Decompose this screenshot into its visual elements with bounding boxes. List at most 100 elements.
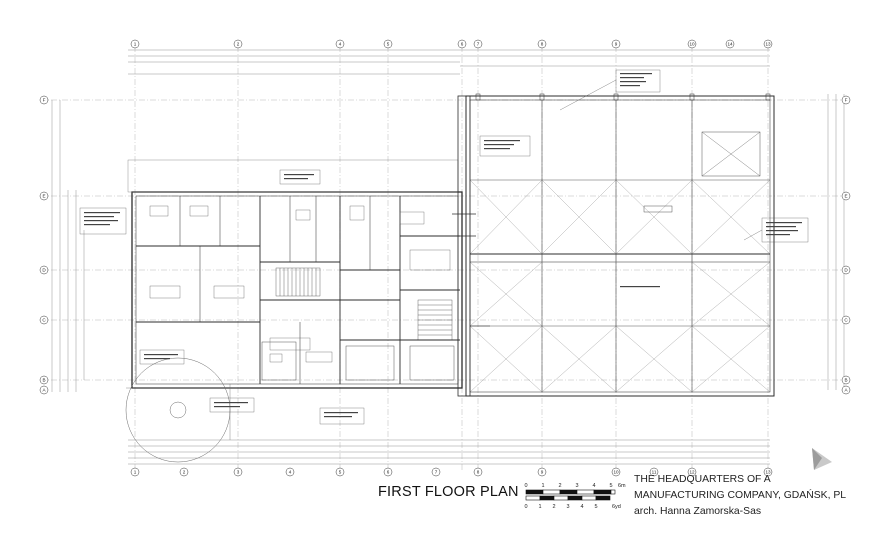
svg-text:4: 4 [289, 470, 292, 475]
scale-metric-tick: 0 [524, 483, 527, 489]
grid-lines [40, 46, 850, 470]
scale-imperial-tick: 5 [594, 504, 597, 510]
grid-bubble-top-13: 13 [763, 39, 773, 49]
grid-bubble-right-E: E [841, 191, 851, 201]
grid-bubble-top-6: 6 [457, 39, 467, 49]
plan-title: FIRST FLOOR PLAN [378, 484, 519, 500]
grid-bubble-bottom-12: 12 [687, 467, 697, 477]
grid-bubble-right-B: B [841, 375, 851, 385]
project-line-1: THE HEADQUARTERS OF A [634, 474, 771, 485]
left-grid-bubbles: F E D C BA [39, 95, 49, 395]
grid-bubble-top-10: 10 [687, 39, 697, 49]
grid-bubble-top-4: 4 [335, 39, 345, 49]
office-wing [127, 159, 463, 389]
svg-text:14: 14 [727, 42, 733, 47]
stair-flight [275, 267, 321, 297]
svg-text:10: 10 [689, 42, 695, 47]
svg-text:A: A [844, 388, 848, 393]
grid-bubble-left-F: F [39, 95, 49, 105]
annotation-leaders [79, 69, 809, 425]
svg-text:E: E [42, 194, 45, 199]
svg-text:10: 10 [613, 470, 619, 475]
grid-bubble-left-E: E [39, 191, 49, 201]
svg-text:6: 6 [387, 470, 390, 475]
architect-credit: arch. Hanna Zamorska-Sas [634, 506, 762, 517]
svg-text:9: 9 [615, 42, 618, 47]
svg-text:B: B [844, 378, 847, 383]
svg-text:F: F [43, 98, 46, 103]
grid-bubble-top-8: 8 [537, 39, 547, 49]
svg-text:E: E [844, 194, 847, 199]
grid-bubble-bottom-6: 6 [383, 467, 393, 477]
grid-bubble-left-C: C [39, 315, 49, 325]
scale-imperial-tick: 0 [524, 504, 527, 510]
scale-imperial-tick: 4 [580, 504, 583, 510]
svg-text:6: 6 [461, 42, 464, 47]
svg-text:7: 7 [477, 42, 480, 47]
grid-bubble-top-14: 14 [725, 39, 735, 49]
right-grid-bubbles: F E D C BA [841, 95, 851, 395]
svg-text:A: A [42, 388, 46, 393]
scale-metric-tick: 4 [592, 483, 595, 489]
bottom-dimension-lines [128, 439, 770, 465]
svg-text:2: 2 [237, 42, 240, 47]
grid-bubble-bottom-10: 10 [611, 467, 621, 477]
svg-text:5: 5 [339, 470, 342, 475]
project-info: THE HEADQUARTERS OF A MANUFACTURING COMP… [634, 472, 846, 520]
svg-text:D: D [42, 268, 46, 273]
svg-text:7: 7 [435, 470, 438, 475]
grid-bubble-bottom-3: 3 [233, 467, 243, 477]
grid-bubble-left-A: A [39, 385, 49, 395]
top-dimension-lines [128, 49, 770, 75]
svg-text:13: 13 [765, 470, 771, 475]
scale-metric-tick: 1 [541, 483, 544, 489]
left-dimension-lines [51, 100, 85, 392]
grid-bubble-bottom-8: 8 [473, 467, 483, 477]
svg-text:C: C [42, 318, 46, 323]
grid-bubble-bottom-2: 2 [179, 467, 189, 477]
scale-imperial-tick: 2 [552, 504, 555, 510]
grid-bubble-bottom-13: 13 [763, 467, 773, 477]
svg-text:C: C [844, 318, 848, 323]
svg-text:8: 8 [541, 42, 544, 47]
svg-text:11: 11 [652, 470, 657, 475]
svg-text:D: D [844, 268, 848, 273]
grid-bubble-right-F: F [841, 95, 851, 105]
roof-bracing [469, 179, 771, 393]
grid-bubble-right-D: D [841, 265, 851, 275]
top-grid-bubbles: 1 2 4 5 6 7 8 9 10 14 13 [130, 39, 773, 49]
svg-text:2: 2 [183, 470, 186, 475]
grid-bubble-top-5: 5 [383, 39, 393, 49]
studio-logo-icon [812, 448, 832, 470]
right-dimension-lines [827, 94, 845, 390]
grid-bubble-top-7: 7 [473, 39, 483, 49]
scale-imperial-unit: 6yd [612, 504, 621, 510]
svg-text:8: 8 [477, 470, 480, 475]
scale-metric-tick: 3 [575, 483, 578, 489]
stair-flight-2 [417, 299, 453, 341]
connector-corridor [452, 95, 490, 397]
svg-text:3: 3 [237, 470, 240, 475]
grid-bubble-top-1: 1 [130, 39, 140, 49]
production-hall [465, 93, 775, 397]
svg-text:F: F [845, 98, 848, 103]
grid-bubble-top-9: 9 [611, 39, 621, 49]
svg-text:4: 4 [339, 42, 342, 47]
svg-text:9: 9 [541, 470, 544, 475]
grid-bubble-right-A: A [841, 385, 851, 395]
grid-bubble-bottom-11: 11 [649, 467, 659, 477]
grid-bubble-left-D: D [39, 265, 49, 275]
svg-text:1: 1 [134, 470, 137, 475]
svg-text:1: 1 [134, 42, 137, 47]
grid-bubble-left-B: B [39, 375, 49, 385]
scale-metric-unit: 6m [618, 483, 626, 489]
grid-bubble-bottom-5: 5 [335, 467, 345, 477]
svg-text:12: 12 [689, 470, 695, 475]
grid-bubble-bottom-4: 4 [285, 467, 295, 477]
terrace-area [125, 357, 240, 463]
project-line-2: MANUFACTURING COMPANY, GDAŃSK, PL [634, 490, 847, 501]
grid-bubble-bottom-1: 1 [130, 467, 140, 477]
svg-text:B: B [42, 378, 45, 383]
